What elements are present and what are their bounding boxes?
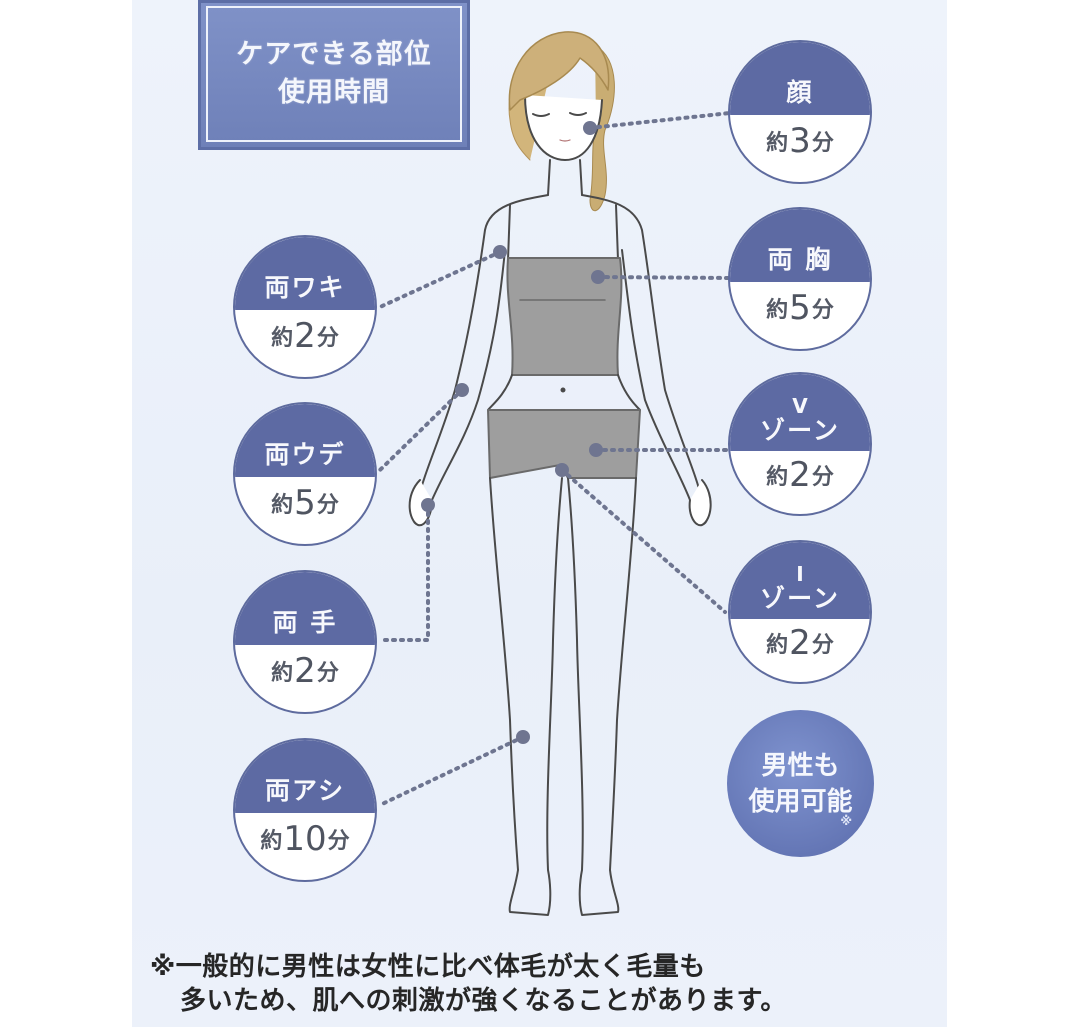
badge-arms-label: 両ウデ	[264, 439, 346, 469]
male-usable-badge: 男性も 使用可能 ※	[727, 710, 874, 857]
badge-i-zone-label: ゾーン	[760, 584, 840, 613]
badge-chest-header: 両 胸	[730, 209, 870, 282]
title-line-2: 使用時間	[278, 77, 390, 108]
badge-hands-label: 両 手	[272, 607, 338, 637]
badge-hands-header: 両 手	[235, 572, 375, 645]
badge-v-zone-header: V ゾーン	[730, 374, 870, 451]
badge-legs-label: 両アシ	[264, 775, 345, 805]
footnote: ※一般的に男性は女性に比べ体毛が太く毛量も 多いため、肌への刺激が強くなることが…	[150, 950, 950, 1018]
badge-underarms-label: 両ワキ	[264, 272, 346, 302]
title-line-1: ケアできる部位	[236, 39, 432, 70]
badge-face-label: 顔	[786, 77, 814, 107]
badge-v-zone-letter: V	[792, 394, 808, 418]
badge-v-zone-label: ゾーン	[760, 416, 840, 445]
male-badge-line-1: 男性も	[761, 750, 840, 781]
badge-face-header: 顔	[730, 42, 870, 115]
badge-legs-header: 両アシ	[235, 740, 375, 813]
badge-underarms-header: 両ワキ	[235, 237, 375, 310]
male-badge-line-2: 使用可能	[748, 786, 853, 817]
badge-i-zone-letter: I	[796, 562, 804, 586]
footnote-line-2: 多いため、肌への刺激が強くなることがあります。	[180, 986, 787, 1016]
title-inner: ケアできる部位 使用時間	[206, 6, 462, 142]
badge-i-zone-header: I ゾーン	[730, 542, 870, 619]
footnote-line-1: ※一般的に男性は女性に比べ体毛が太く毛量も	[150, 952, 706, 982]
note-mark-icon: ※	[840, 814, 852, 828]
title-box: ケアできる部位 使用時間	[198, 0, 470, 150]
badge-chest-label: 両 胸	[767, 244, 833, 274]
badge-arms-header: 両ウデ	[235, 404, 375, 477]
